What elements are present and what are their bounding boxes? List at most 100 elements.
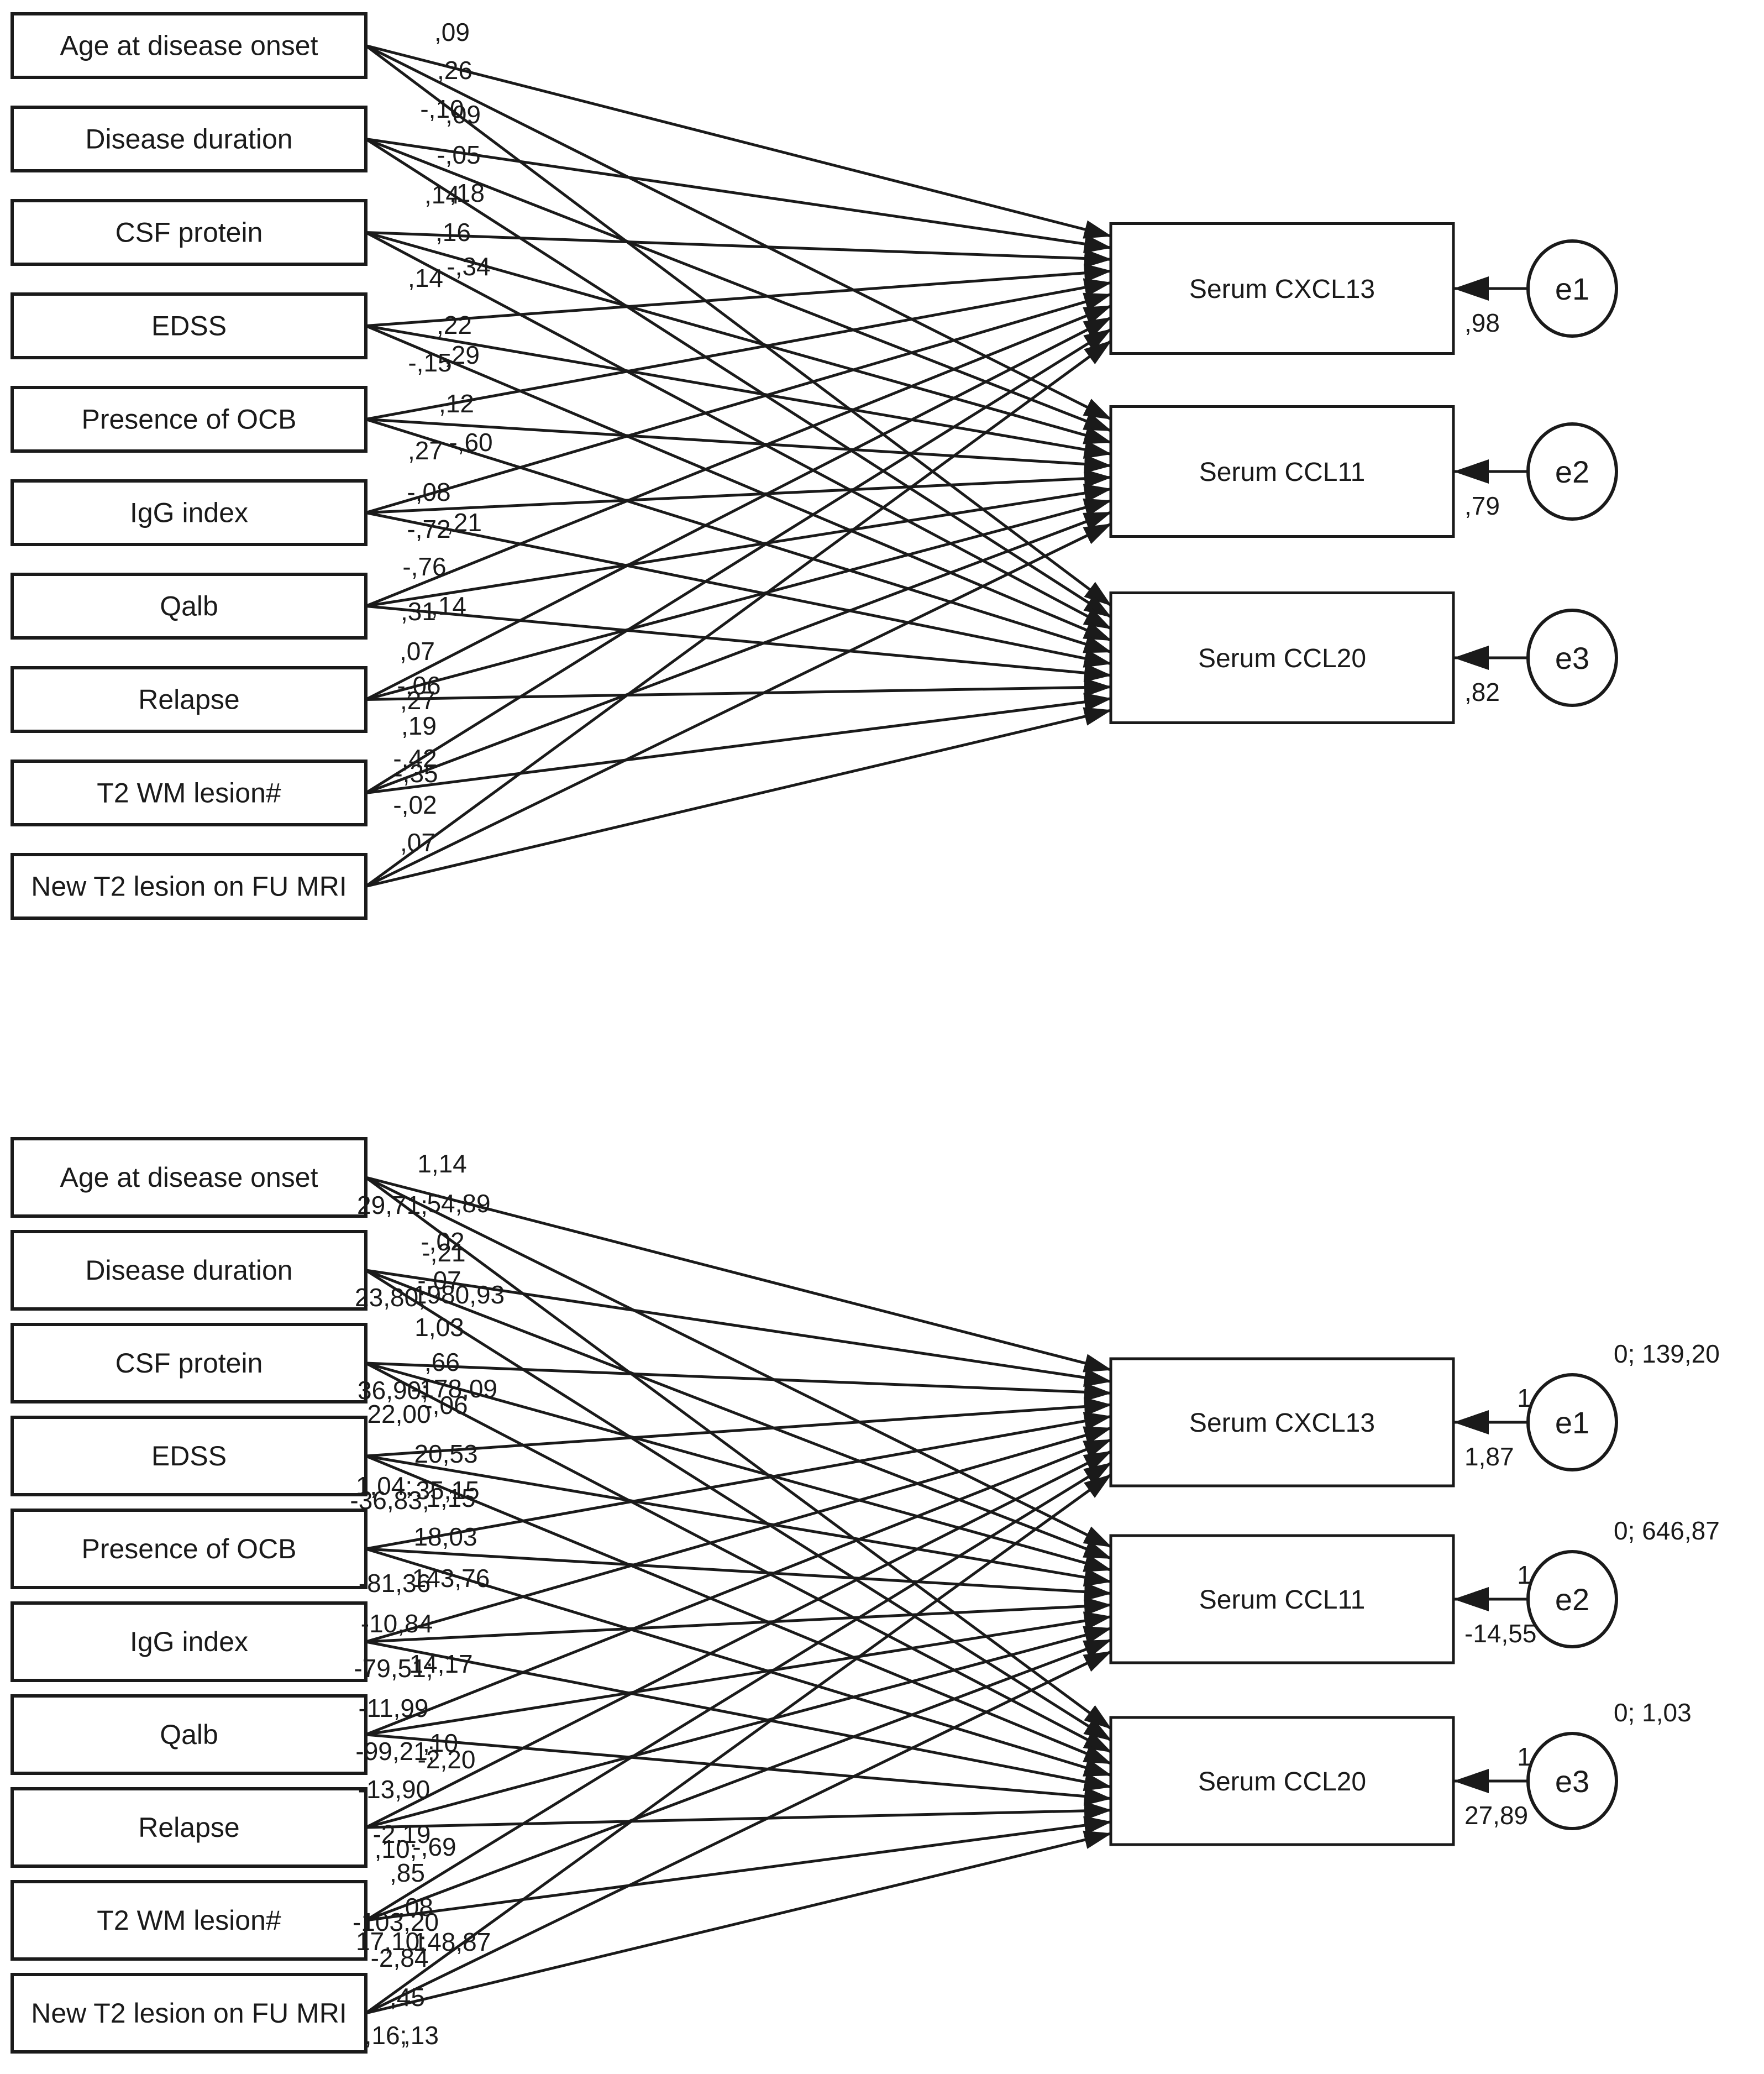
outcome-box — [1109, 1534, 1455, 1664]
path-new-t2-lesion-on-fu-mri-to-serum-cxcl13 — [365, 1473, 1112, 2015]
coefficient-label: ,14 — [424, 180, 460, 209]
coefficient-label: 1,15 — [426, 1484, 476, 1512]
coefficient-label: ,09 — [434, 18, 470, 46]
path-disease-duration-to-serum-ccl11 — [365, 1269, 1112, 1560]
coefficient-label: ,22 — [437, 311, 472, 339]
path-presence-of-ocb-to-serum-cxcl13 — [365, 1412, 1112, 1551]
coefficient-label: -,35 — [394, 759, 438, 788]
coefficient-label: 1,04; — [356, 1471, 412, 1500]
error-value-below: -14,55 — [1464, 1619, 1536, 1648]
error-value-below: 1,87 — [1464, 1442, 1514, 1471]
path-edss-to-serum-ccl20 — [365, 1454, 1112, 1765]
error-loading: 1 — [1517, 1560, 1531, 1589]
predictor-box — [11, 1230, 368, 1311]
path-age-at-disease-onset-to-serum-cxcl13 — [365, 1176, 1112, 1373]
coefficient-label: ,66 — [424, 1348, 460, 1376]
path-edss-to-serum-ccl20 — [365, 324, 1112, 642]
coefficient-label: -,06 — [424, 1391, 468, 1420]
coefficient-label: 36,90; — [358, 1376, 428, 1405]
coefficient-label: -,69 — [412, 1832, 456, 1861]
predictor-label: EDSS — [151, 311, 227, 342]
coefficient-label: ,08 — [398, 1893, 433, 1921]
coefficient-label: 54,89 — [427, 1189, 490, 1218]
coefficient-label: -2,84 — [371, 1944, 429, 1972]
path-age-at-disease-onset-to-serum-ccl11 — [365, 44, 1112, 421]
coefficient-label: -11,99 — [358, 1694, 428, 1722]
path-csf-protein-to-serum-ccl20 — [365, 1361, 1112, 1753]
predictor-label: CSF protein — [116, 217, 263, 248]
path-relapse-to-serum-ccl20 — [365, 1801, 1112, 1829]
path-igg-index-to-serum-ccl20 — [365, 511, 1112, 668]
coefficient-label: -,60 — [449, 428, 492, 457]
coefficient-label: ,27 — [400, 686, 435, 715]
predictor-label: T2 WM lesion# — [97, 778, 281, 809]
path-relapse-to-serum-ccl20 — [365, 678, 1112, 701]
error-name: e3 — [1555, 1764, 1589, 1799]
error-value-above: 0; 1,03 — [1614, 1698, 1692, 1727]
path-new-t2-lesion-on-fu-mri-to-serum-ccl11 — [365, 522, 1112, 888]
predictor-label: Presence of OCB — [81, 1533, 296, 1564]
path-edss-to-serum-cxcl13 — [365, 263, 1112, 327]
coefficient-label: ,10; — [375, 1835, 417, 1863]
coefficient-label: 148,87 — [413, 1928, 491, 1956]
coefficient-label: 23,80; — [355, 1283, 426, 1312]
coefficient-label: ,16 — [435, 218, 471, 247]
predictor-label: Presence of OCB — [81, 404, 296, 435]
path-csf-protein-to-serum-ccl11 — [365, 231, 1112, 444]
coefficient-label: ,13 — [403, 2021, 439, 2050]
predictor-box — [11, 199, 368, 266]
predictor-box — [11, 1509, 368, 1589]
outcome-box — [1109, 1357, 1455, 1488]
coefficient-label: -10,84 — [361, 1609, 433, 1638]
path-age-at-disease-onset-to-serum-ccl20 — [365, 44, 1112, 606]
path-disease-duration-to-serum-ccl20 — [365, 1269, 1112, 1742]
predictor-label: Relapse — [138, 1812, 239, 1843]
coefficient-label: ,07 — [400, 637, 435, 666]
predictor-box — [11, 1787, 368, 1868]
predictor-label: New T2 lesion on FU MRI — [31, 1998, 347, 2029]
path-disease-duration-to-serum-ccl11 — [365, 138, 1112, 432]
path-csf-protein-to-serum-ccl11 — [365, 1361, 1112, 1572]
coefficient-label: -81,36 — [359, 1569, 431, 1598]
predictor-label: CSF protein — [116, 1348, 263, 1379]
error-name: e2 — [1555, 454, 1589, 489]
coefficient-label: ,29 — [444, 341, 480, 369]
error-value-below: ,98 — [1464, 308, 1500, 337]
coefficient-label: 18,03 — [413, 1522, 477, 1551]
error-circle — [1526, 1732, 1618, 1830]
coefficient-label: ,14 — [408, 264, 443, 292]
coefficient-label: 22,00 — [367, 1400, 431, 1428]
predictor-label: Disease duration — [85, 124, 292, 155]
path-igg-index-to-serum-ccl20 — [365, 1640, 1112, 1792]
error-circle — [1526, 1373, 1618, 1471]
outcome-label: Serum CCL20 — [1198, 644, 1366, 673]
path-edss-to-serum-cxcl13 — [365, 1397, 1112, 1458]
path-qalb-to-serum-ccl11 — [365, 484, 1112, 607]
path-new-t2-lesion-on-fu-mri-to-serum-ccl20 — [365, 1830, 1112, 2015]
outcome-label: Serum CXCL13 — [1189, 275, 1375, 304]
coefficient-label: ,19 — [401, 711, 437, 740]
predictor-box — [11, 1601, 368, 1682]
error-value-below: ,82 — [1464, 678, 1500, 706]
coefficient-label: -,10 — [420, 95, 464, 123]
outcome-label: Serum CCL20 — [1198, 1767, 1366, 1797]
path-disease-duration-to-serum-ccl20 — [365, 138, 1112, 619]
error-name: e2 — [1555, 1582, 1589, 1617]
path-igg-index-to-serum-ccl11 — [365, 1596, 1112, 1643]
path-presence-of-ocb-to-serum-ccl20 — [365, 1547, 1112, 1777]
predictor-label: IgG index — [130, 1626, 248, 1657]
error-value-above: 0; 646,87 — [1614, 1516, 1720, 1545]
predictor-box — [11, 386, 368, 453]
error-name: e3 — [1555, 641, 1589, 675]
path-igg-index-to-serum-ccl11 — [365, 469, 1112, 514]
path-relapse-to-serum-ccl11 — [365, 1626, 1112, 1829]
path-disease-duration-to-serum-cxcl13 — [365, 138, 1112, 254]
path-t2-wm-lesion--to-serum-ccl11 — [365, 1638, 1112, 1922]
coefficient-label: -36,83; — [350, 1486, 429, 1515]
predictor-box — [11, 760, 368, 826]
predictor-label: IgG index — [130, 497, 248, 528]
path-new-t2-lesion-on-fu-mri-to-serum-cxcl13 — [365, 339, 1112, 888]
coefficient-label: ,07 — [400, 828, 435, 857]
path-age-at-disease-onset-to-serum-ccl20 — [365, 1176, 1112, 1730]
